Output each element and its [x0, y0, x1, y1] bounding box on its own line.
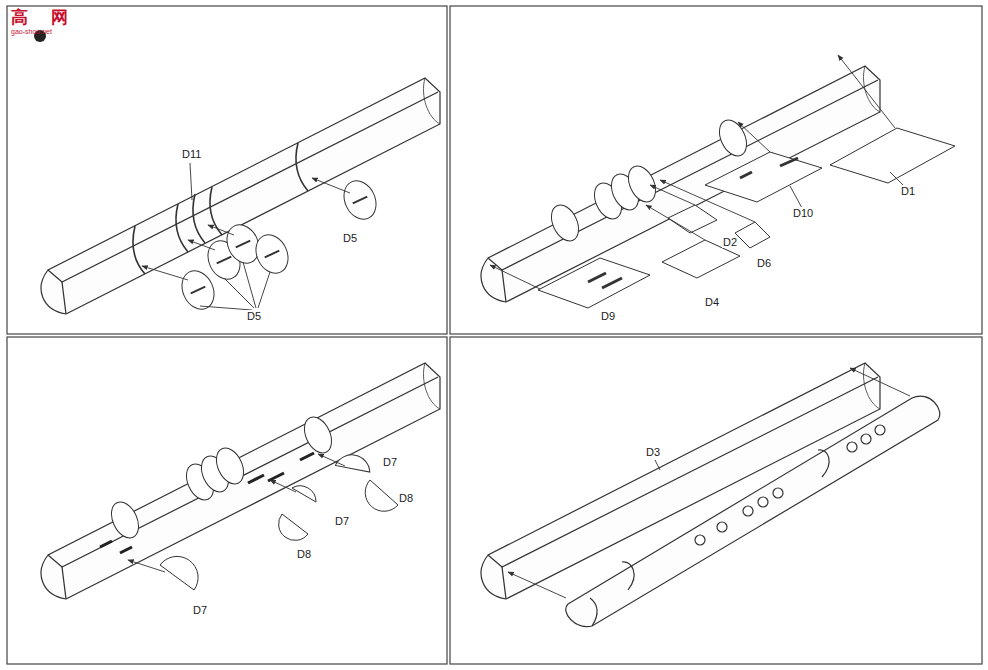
part-number: D1 [900, 185, 916, 197]
leader-line [128, 454, 345, 572]
watermark: 高 [10, 8, 29, 26]
part-number: D11 [181, 148, 202, 160]
part-number: D10 [792, 207, 814, 219]
wing-part [41, 363, 440, 599]
decal-strip [566, 396, 940, 626]
part-number: D6 [756, 257, 772, 269]
leader-line [490, 55, 906, 289]
leader-line [508, 368, 910, 598]
wing-part [481, 66, 880, 302]
decal [160, 450, 398, 590]
part-number: D3 [645, 446, 661, 458]
part-number: D9 [600, 310, 616, 322]
leader-line [142, 163, 350, 310]
wing-part [41, 78, 440, 314]
part-number: D2 [722, 236, 738, 248]
decal [538, 128, 955, 308]
part-number: D5 [246, 310, 262, 322]
part-number: D5 [342, 232, 358, 244]
panel-border [7, 6, 982, 664]
part-number: D8 [398, 492, 414, 504]
watermark: 网 [50, 8, 69, 26]
part-number: D4 [704, 296, 720, 308]
part-number: D8 [296, 548, 312, 560]
watermark: gao-shou.net [10, 28, 53, 36]
part-number: D7 [382, 456, 398, 468]
part-number: D7 [192, 604, 208, 616]
decal [176, 176, 382, 315]
part-number: D7 [334, 515, 350, 527]
